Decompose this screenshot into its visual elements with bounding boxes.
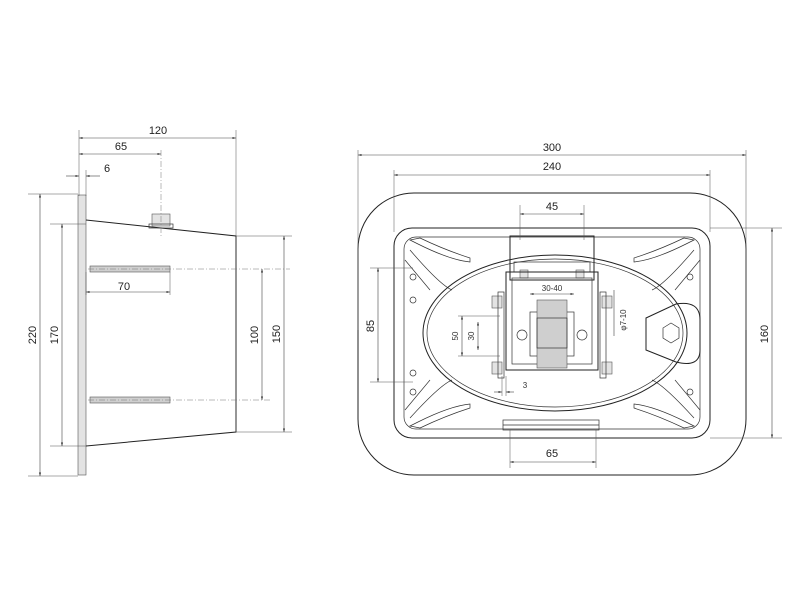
dim-150: 150 (271, 325, 283, 343)
dim-170: 170 (49, 326, 61, 344)
bracket-top (509, 235, 595, 281)
side-mount (645, 302, 701, 364)
outer-flange (357, 192, 747, 476)
dim-30: 30 (467, 331, 476, 340)
dim-65-side: 65 (115, 141, 127, 153)
bracket-bolts (491, 291, 613, 379)
dim-120: 120 (149, 125, 167, 137)
dim-45: 45 (546, 201, 558, 213)
dim-100: 100 (249, 326, 261, 344)
dim-85: 85 (365, 320, 377, 332)
horn-mouth (422, 254, 688, 412)
side-view: 120 65 6 70 220 170 100 150 (27, 125, 292, 477)
flange-plate (77, 194, 87, 476)
dim-300: 300 (543, 142, 561, 154)
dim-240: 240 (543, 161, 561, 173)
front-view: 300 240 45 30-40 φ7-10 50 30 85 160 65 3 (357, 142, 782, 476)
dim-220: 220 (27, 326, 39, 344)
dim-65-front: 65 (546, 448, 558, 460)
dim-30-40: 30-40 (542, 284, 563, 293)
dim-50: 50 (451, 331, 460, 340)
dim-70: 70 (118, 281, 130, 293)
dim-160: 160 (759, 325, 771, 343)
dim-6: 6 (104, 163, 110, 175)
dim-3: 3 (523, 381, 528, 390)
inner-frame (393, 227, 711, 439)
dim-hole-dia: φ7-10 (619, 309, 628, 331)
bracket-body (505, 271, 599, 371)
horn-body (85, 219, 237, 447)
